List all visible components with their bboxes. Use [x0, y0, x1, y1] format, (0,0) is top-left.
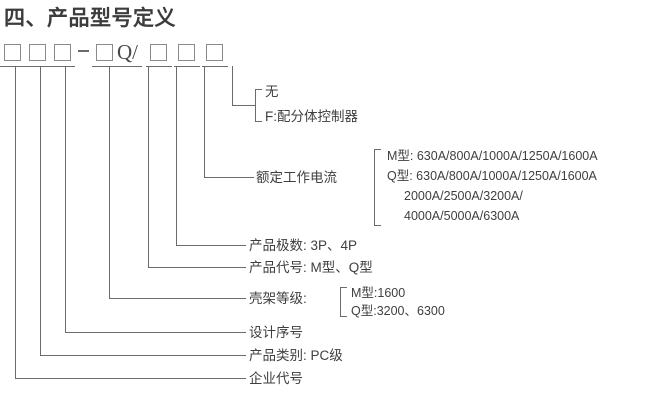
label-product-code: 产品代号: M型、Q型: [249, 260, 373, 275]
code-box-2: [29, 44, 46, 61]
tick-bar-1: [0, 66, 25, 68]
label-design-serial: 设计序号: [249, 325, 303, 340]
label-enterprise-code: 企业代号: [249, 371, 303, 386]
code-box-5: [150, 44, 167, 61]
leader-vline-poles: [176, 66, 178, 246]
code-box-1: [4, 44, 21, 61]
leader-vline-design-serial: [65, 66, 67, 333]
tick-bar-7: [174, 66, 200, 68]
bracket-frame-rating: [340, 287, 347, 317]
label-rated-current-line-1: M型: 630A/800A/1000A/1250A/1600A: [387, 149, 598, 163]
leader-hline-product-code: [148, 267, 246, 269]
tick-bar-6: [146, 66, 172, 68]
code-literal-q: Q/: [117, 40, 138, 64]
bracket-rated-current: [374, 149, 381, 226]
label-rated-current-line-3: 2000A/2500A/3200A/: [404, 189, 523, 203]
tick-bar-2: [25, 66, 50, 68]
code-box-3: [54, 44, 71, 61]
leader-hline-enterprise-code: [15, 378, 246, 380]
leader-hline-design-serial: [65, 332, 246, 334]
leader-hline-frame-rating: [109, 298, 246, 300]
leader-vline-frame-rating: [109, 66, 111, 299]
code-separator-dash: [78, 50, 89, 52]
label-rated-current-line-4: 4000A/5000A/6300A: [404, 209, 520, 223]
code-box-7: [206, 44, 223, 61]
leader-vline-rated-current: [204, 66, 206, 178]
label-control-type-f: F:配分体控制器: [265, 109, 358, 124]
label-poles: 产品极数: 3P、4P: [249, 238, 358, 253]
tick-bar-4: [92, 66, 117, 68]
bracket-control-type: [255, 89, 262, 122]
code-box-4: [96, 44, 113, 61]
tick-bar-5: [117, 66, 142, 68]
code-box-6: [178, 44, 195, 61]
label-control-type-none: 无: [265, 84, 279, 99]
label-frame-rating: 壳架等级:: [249, 291, 307, 306]
label-frame-rating-line-1: M型:1600: [351, 286, 406, 300]
label-product-category: 产品类别: PC级: [249, 348, 343, 363]
label-rated-current: 额定工作电流: [256, 170, 337, 185]
label-rated-current-line-2: Q型: 630A/800A/1000A/1250A/1600A: [387, 169, 597, 183]
leader-hline-product-category: [40, 355, 246, 357]
leader-vline-control-type: [232, 66, 234, 106]
leader-hline-rated-current: [204, 177, 254, 179]
tick-bar-8: [202, 66, 228, 68]
leader-hline-control-type: [232, 105, 256, 107]
tick-bar-3: [50, 66, 75, 68]
leader-vline-product-category: [40, 66, 42, 356]
page-title: 四、产品型号定义: [4, 7, 176, 30]
leader-vline-product-code: [148, 66, 150, 268]
leader-vline-enterprise-code: [15, 66, 17, 379]
leader-hline-poles: [176, 245, 246, 247]
label-frame-rating-line-2: Q型:3200、6300: [351, 304, 445, 318]
